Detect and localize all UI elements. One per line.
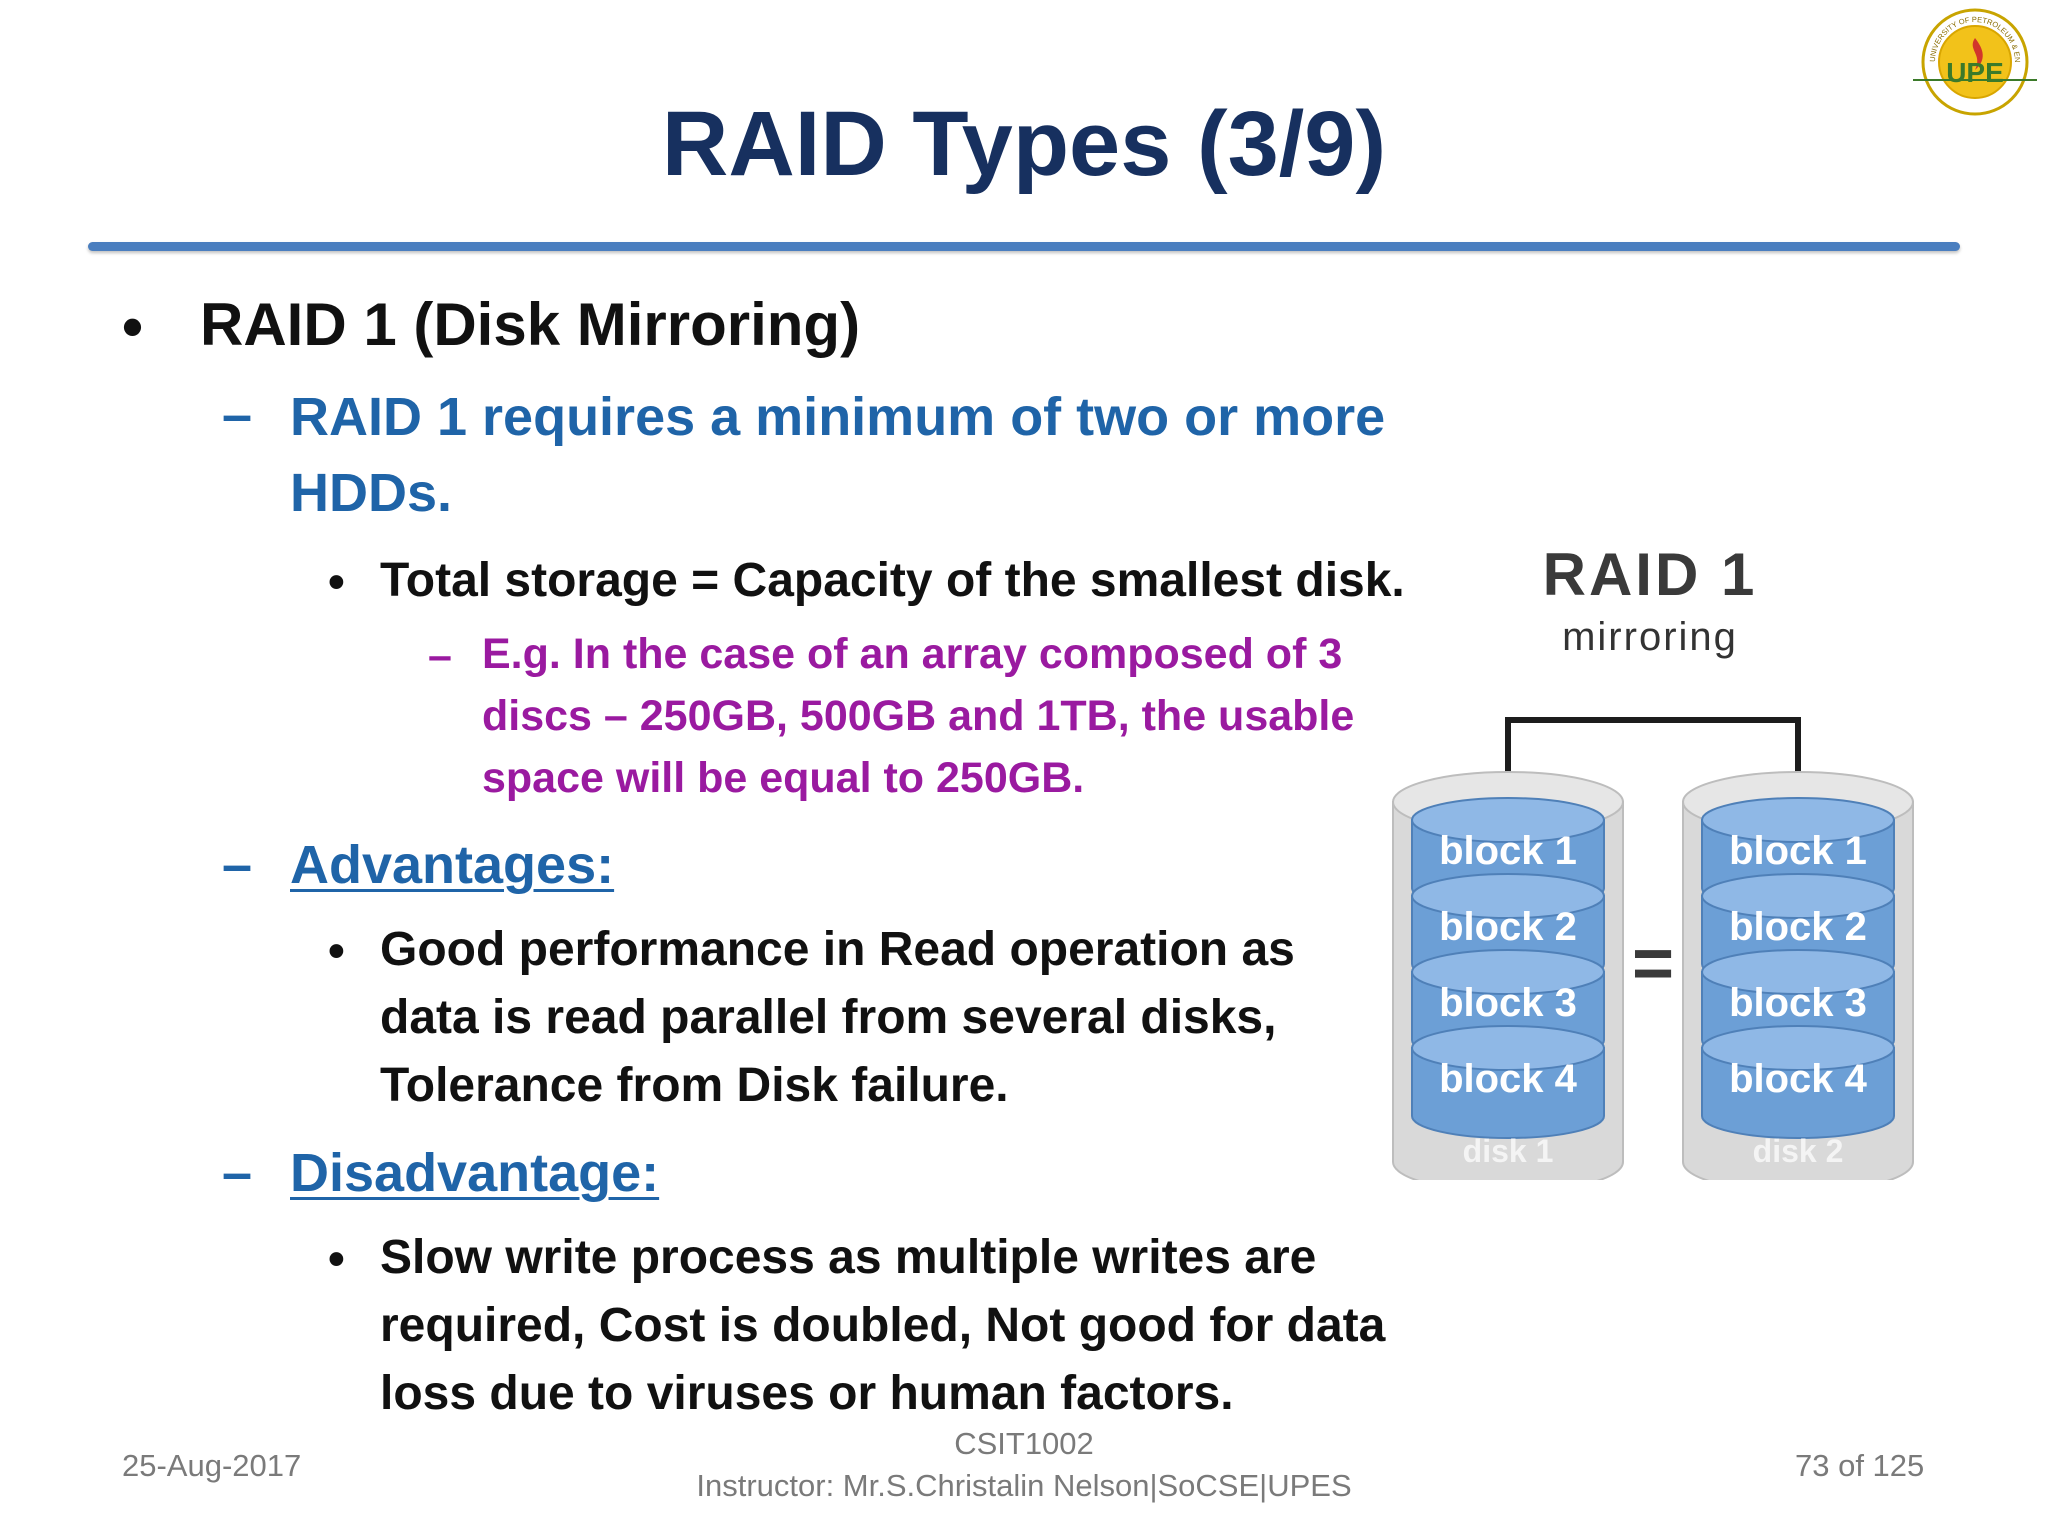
- disk-1-block-label: block 3: [1439, 981, 1577, 1025]
- disadvantage-line-3: loss due to viruses or human factors.: [380, 1367, 1234, 1420]
- disk-2-block-label: block 4: [1729, 1057, 1868, 1101]
- bullet-marker: •: [328, 925, 345, 978]
- diagram-subtitle: mirroring: [1562, 615, 1738, 659]
- dash-marker: –: [222, 385, 253, 445]
- requirement-line-1: RAID 1 requires a minimum of two or more: [290, 387, 1386, 447]
- disk-1-label: disk 1: [1463, 1133, 1554, 1169]
- storage-text: Total storage = Capacity of the smallest…: [380, 554, 1405, 607]
- example-line-1: E.g. In the case of an array composed of…: [482, 630, 1343, 678]
- disk-2-block-label: block 3: [1729, 981, 1867, 1025]
- svg-text:UPE: UPE: [1946, 57, 2004, 88]
- university-logo: UNIVERSITY OF PETROLEUM & ENERGY STUDIES…: [1905, 0, 2037, 116]
- advantages-heading: Advantages:: [290, 835, 615, 895]
- disk-2-block-label: block 1: [1729, 829, 1867, 873]
- disk-1-block-4: block 4: [1411, 1025, 1605, 1139]
- equals-sign: =: [1632, 924, 1674, 1004]
- bullet-marker: •: [122, 293, 144, 360]
- disadvantage-line-1: Slow write process as multiple writes ar…: [380, 1231, 1317, 1284]
- raid1-mirroring-diagram: block 1 block 2 block 3 block 4 block 1 bloc…: [1392, 717, 1914, 1180]
- disadvantage-heading: Disadvantage:: [290, 1143, 660, 1203]
- example-line-2: discs – 250GB, 500GB and 1TB, the usable: [482, 692, 1355, 740]
- footer-instructor: Instructor: Mr.S.Christalin Nelson|SoCSE…: [696, 1468, 1352, 1503]
- title-divider: [88, 242, 1960, 251]
- disk-1-block-label: block 2: [1439, 905, 1577, 949]
- footer-course: CSIT1002: [954, 1426, 1094, 1461]
- dash-marker: –: [222, 835, 253, 895]
- slide-title: RAID Types (3/9): [661, 93, 1387, 195]
- dash-marker: –: [222, 1143, 253, 1203]
- footer-date: 25-Aug-2017: [122, 1448, 302, 1483]
- main-bullet: RAID 1 (Disk Mirroring): [200, 291, 861, 358]
- disk-1-block-label: block 4: [1439, 1057, 1578, 1101]
- bullet-marker: •: [328, 556, 345, 609]
- diagram-title: RAID 1: [1542, 541, 1758, 608]
- disk-1-block-label: block 1: [1439, 829, 1577, 873]
- disk-2-block-4: block 4: [1701, 1025, 1895, 1139]
- advantage-line-1: Good performance in Read operation as: [380, 923, 1295, 976]
- footer-page-number: 73 of 125: [1795, 1448, 1925, 1483]
- bullet-marker: •: [328, 1233, 345, 1286]
- example-line-3: space will be equal to 250GB.: [482, 754, 1085, 802]
- disk-2-block-label: block 2: [1729, 905, 1867, 949]
- disk-2-label: disk 2: [1753, 1133, 1844, 1169]
- disadvantage-line-2: required, Cost is doubled, Not good for …: [380, 1299, 1386, 1352]
- advantage-line-3: Tolerance from Disk failure.: [380, 1059, 1009, 1112]
- requirement-line-2: HDDs.: [290, 463, 453, 523]
- dash-marker: –: [428, 632, 452, 680]
- advantage-line-2: data is read parallel from several disks…: [380, 991, 1277, 1044]
- mirror-connector: [1505, 717, 1801, 802]
